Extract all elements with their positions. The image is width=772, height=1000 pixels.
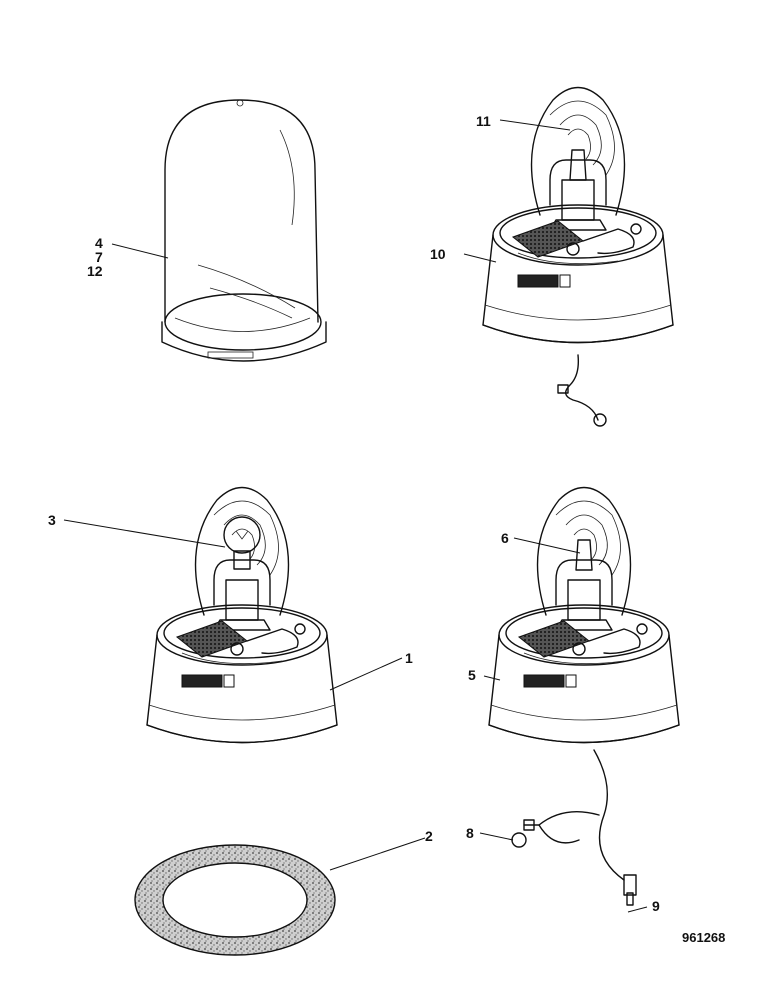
callout-11: 11 [476, 113, 491, 129]
callout-12: 12 [87, 263, 103, 279]
callout-9: 9 [652, 898, 660, 914]
drawing-reference-number: 961268 [682, 930, 726, 945]
dome-cover [161, 99, 327, 362]
callout-2: 2 [425, 828, 433, 844]
leader-lines [63, 119, 648, 913]
beacon-halogen-bottom [488, 486, 680, 906]
callout-10: 10 [430, 246, 446, 262]
callout-7: 7 [95, 249, 103, 265]
gasket-ring [134, 844, 336, 956]
beacon-bulb [146, 486, 338, 744]
beacon-halogen-top [482, 86, 674, 427]
callout-4: 4 [95, 235, 103, 251]
callout-5: 5 [468, 667, 476, 683]
callout-6: 6 [501, 530, 509, 546]
callout-1: 1 [405, 650, 413, 666]
callout-8: 8 [466, 825, 474, 841]
callout-3: 3 [48, 512, 56, 528]
